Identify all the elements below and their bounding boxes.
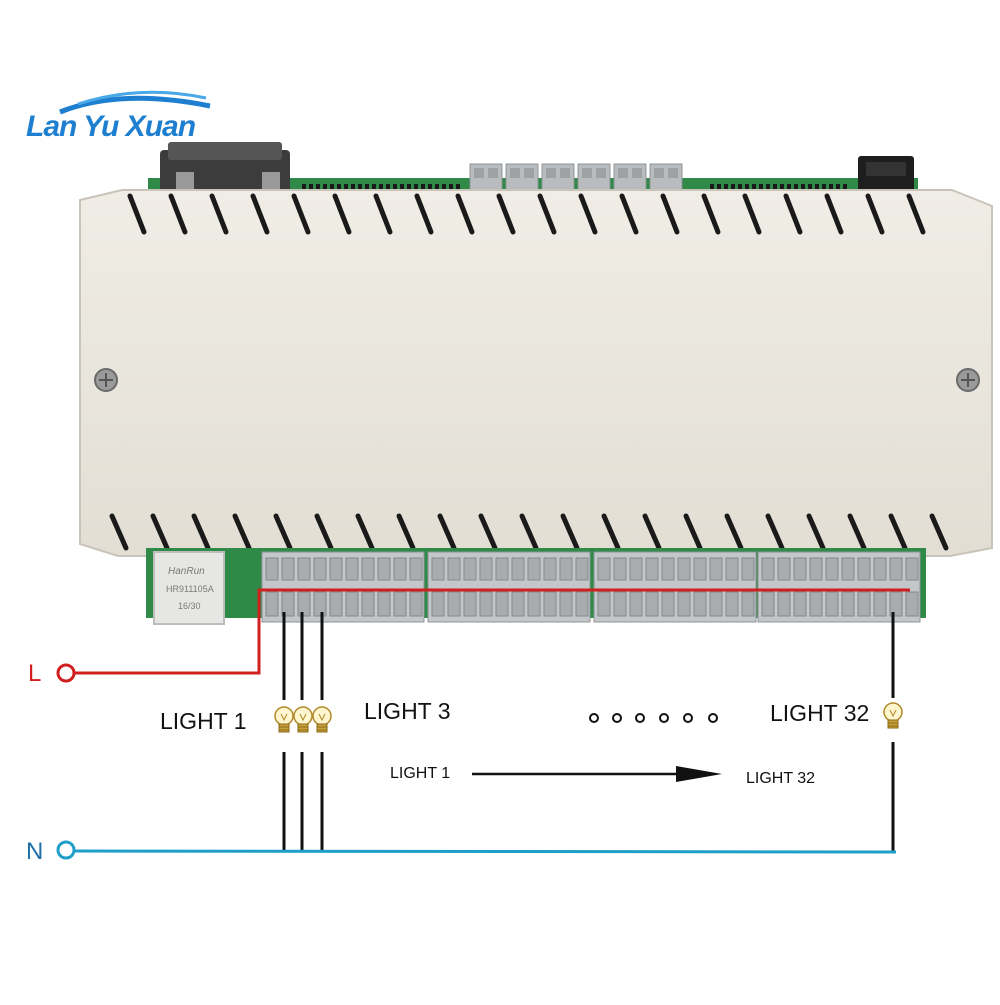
bulb-icon xyxy=(274,702,903,733)
logo-swoosh-icon xyxy=(59,90,211,115)
neutral-wire xyxy=(56,840,897,860)
neutral-label: N xyxy=(26,838,44,865)
live-terminal-icon xyxy=(56,663,76,683)
screw-left-icon xyxy=(94,368,118,392)
ethernet-jack xyxy=(153,551,225,625)
light-first-label: LIGHT 1 xyxy=(160,708,247,734)
light-third-label: LIGHT 3 xyxy=(364,698,451,724)
light-last-label: LIGHT 32 xyxy=(770,700,870,726)
pcb-header-pins-right xyxy=(710,184,847,190)
enclosure-cover xyxy=(79,189,993,557)
sequence-from-label: LIGHT 1 xyxy=(390,765,451,782)
load-wires xyxy=(282,612,895,852)
pcb-header-pins-left xyxy=(302,184,460,190)
vent-slots-bottom xyxy=(109,513,949,551)
ellipsis-dots-icon xyxy=(589,713,718,723)
neutral-terminal-icon xyxy=(56,840,76,860)
sequence-arrow-icon xyxy=(472,766,722,782)
live-wire xyxy=(56,588,910,683)
screw-right-icon xyxy=(956,368,980,392)
live-label: L xyxy=(28,660,42,687)
bottom-terminal-blocks xyxy=(261,551,921,623)
sequence-to-label: LIGHT 32 xyxy=(746,770,816,787)
jack-date-label: 16/30 xyxy=(178,601,201,611)
jack-brand-label: HanRun xyxy=(168,566,205,577)
vent-slots-top xyxy=(127,193,926,235)
logo-text: Lan Yu Xuan xyxy=(26,110,196,143)
jack-part-label: HR911105A xyxy=(166,584,214,594)
